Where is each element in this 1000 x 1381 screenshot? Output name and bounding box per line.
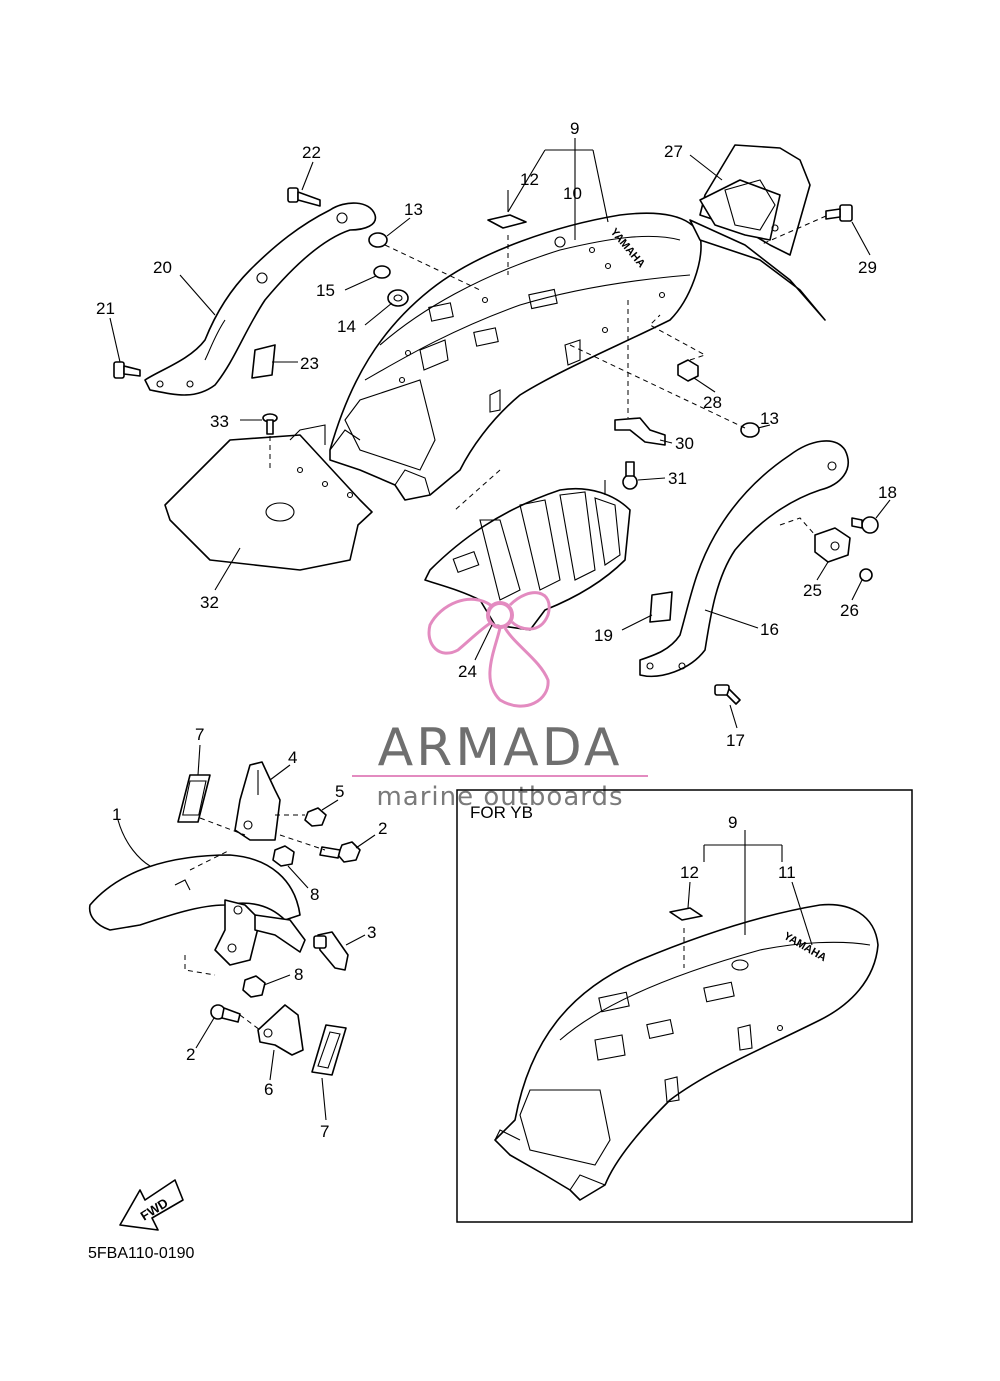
callout-26: 26 — [840, 601, 859, 620]
callout-2-bottom: 2 — [186, 1045, 195, 1064]
screw-26 — [859, 568, 873, 582]
callout-1: 1 — [112, 805, 121, 824]
inset-callout-11: 11 — [778, 863, 796, 882]
pad-23 — [251, 344, 276, 379]
leader-lines — [109, 138, 891, 1121]
nut-28 — [677, 359, 699, 382]
bracket-30 — [614, 417, 666, 446]
callout-3: 3 — [367, 923, 376, 942]
inset-callout-9: 9 — [728, 813, 737, 832]
callout-15: 15 — [316, 281, 335, 300]
pad-19 — [649, 591, 673, 623]
callout-8-bottom: 8 — [294, 965, 303, 984]
callout-32: 32 — [200, 593, 219, 612]
callout-21: 21 — [96, 299, 115, 318]
collar-13-right — [740, 422, 760, 438]
nut-8-bottom — [242, 975, 266, 998]
callout-8-top: 8 — [310, 885, 319, 904]
callout-6: 6 — [264, 1080, 273, 1099]
reflector-7-bottom — [311, 1024, 347, 1076]
callout-22: 22 — [302, 143, 321, 162]
callout-4: 4 — [288, 748, 297, 767]
bolt-21 — [113, 361, 141, 379]
bolt-22 — [287, 187, 321, 207]
decal-12 — [487, 214, 527, 229]
bolt-17 — [714, 684, 741, 705]
bracket-6 — [257, 1004, 304, 1056]
nut-8-top — [272, 845, 295, 867]
inset-decal-12 — [669, 907, 703, 921]
washer-15 — [373, 265, 391, 279]
callout-13-top: 13 — [404, 200, 423, 219]
plate-32 — [164, 424, 373, 571]
nut-5 — [304, 807, 327, 827]
screw-33 — [262, 413, 278, 435]
collar-13-top — [368, 232, 388, 248]
callout-27: 27 — [664, 142, 683, 161]
callout-17: 17 — [726, 731, 745, 750]
callout-7-bottom: 7 — [320, 1122, 329, 1141]
bolt-29 — [825, 204, 853, 222]
callout-18: 18 — [878, 483, 897, 502]
reflector-7-top — [177, 774, 211, 823]
callout-2-top: 2 — [378, 819, 387, 838]
inset-callout-12: 12 — [680, 863, 699, 882]
callout-30: 30 — [675, 434, 694, 453]
grab-bar-left — [144, 202, 377, 396]
callout-numbers: 9 12 10 22 13 15 14 20 21 23 27 29 28 33… — [96, 119, 897, 1141]
bracket-4 — [234, 761, 281, 841]
inset-rear-fender: YAMAHA — [494, 903, 879, 1201]
callout-28: 28 — [703, 393, 722, 412]
callout-24: 24 — [458, 662, 477, 681]
callout-9: 9 — [570, 119, 579, 138]
callout-5: 5 — [335, 782, 344, 801]
callout-20: 20 — [153, 258, 172, 277]
callout-19: 19 — [594, 626, 613, 645]
bolt-2-top — [319, 841, 361, 863]
callout-23: 23 — [300, 354, 319, 373]
callout-31: 31 — [668, 469, 687, 488]
front-fender — [88, 854, 301, 931]
tail-light — [689, 144, 826, 321]
damper-14 — [387, 289, 409, 307]
callout-33: 33 — [210, 412, 229, 431]
grab-bar-right — [639, 440, 849, 677]
callout-12: 12 — [520, 170, 539, 189]
fender-stay-left — [214, 899, 306, 966]
clamp-3 — [313, 931, 349, 971]
callout-29: 29 — [858, 258, 877, 277]
propeller-logo — [427, 591, 551, 708]
inset-box — [456, 789, 913, 1223]
rear-fender: YAMAHA — [329, 212, 702, 501]
watermark: ARMADA marine outboards — [352, 591, 648, 812]
callout-14: 14 — [337, 317, 356, 336]
inset-title: FOR YB — [470, 803, 533, 822]
diagram-code: 5FBA110-0190 — [88, 1245, 195, 1262]
callout-16: 16 — [760, 620, 779, 639]
watermark-brand: ARMADA — [378, 718, 623, 778]
callout-10: 10 — [563, 184, 582, 203]
callout-7-top: 7 — [195, 725, 204, 744]
callout-13-right: 13 — [760, 409, 779, 428]
callout-25: 25 — [803, 581, 822, 600]
screw-31 — [622, 461, 638, 490]
bolt-2-bottom — [210, 1004, 241, 1023]
reflector-25 — [814, 527, 851, 563]
inner-fender — [424, 480, 631, 631]
bolt-18 — [851, 516, 879, 534]
watermark-tagline: marine outboards — [376, 782, 623, 812]
fwd-arrow: FWD — [119, 1179, 184, 1231]
